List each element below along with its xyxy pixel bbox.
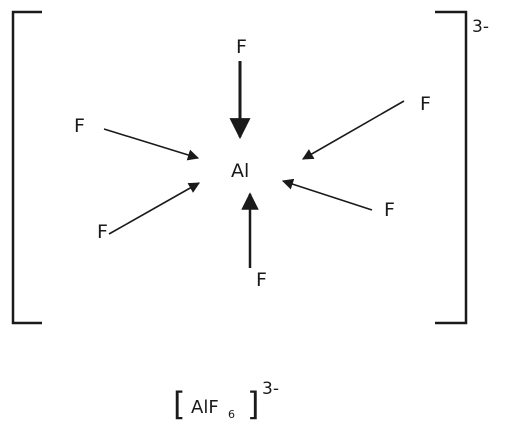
ligand-label-lower-left: F [97,221,108,243]
ligand-label-upper-right: F [420,93,431,115]
formula-open-bracket: [ [173,385,185,423]
ligand-label-upper-left: F [74,115,85,137]
right-bracket [435,10,468,325]
bond-arrow-upper-left [103,128,200,161]
left-bracket [11,10,42,325]
formula-subscript: 6 [228,408,235,421]
formula: [ AlF 6 ] 3- [173,379,279,423]
bond-arrow-lower-right [281,178,373,211]
complex-charge-label: 3- [472,17,489,37]
ligand-label-lower-right: F [384,199,395,221]
formula-close-bracket: ] [247,385,259,423]
central-atom-label: Al [231,160,249,182]
bond-arrow-lower-left [108,182,200,235]
ligand-label-top: F [236,36,247,58]
bond-arrow-upper-right [302,100,405,160]
formula-charge: 3- [262,379,279,399]
formula-base: AlF [191,397,219,418]
ligand-label-bottom: F [256,269,267,291]
